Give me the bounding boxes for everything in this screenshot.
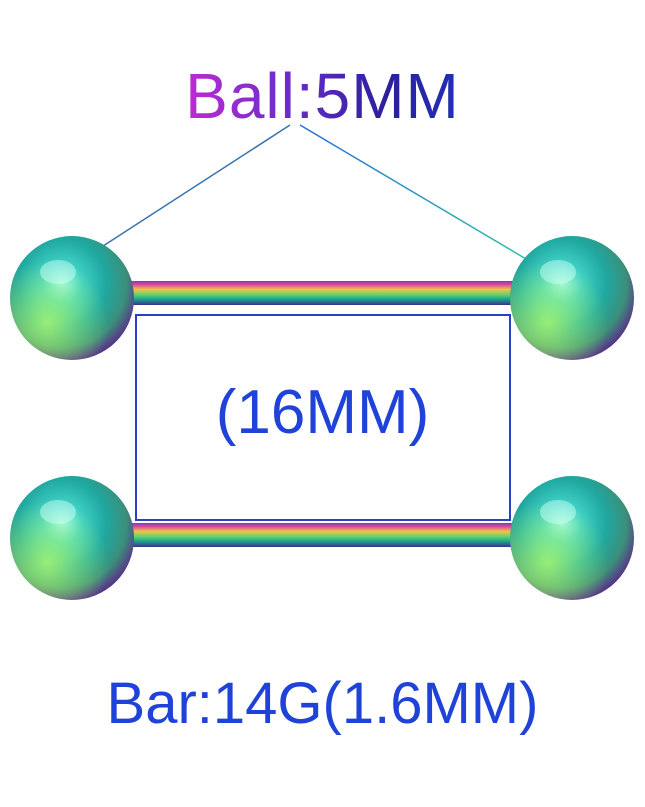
barbell-top — [10, 236, 634, 360]
ball-size-label: Ball:5MM — [0, 64, 645, 128]
dimension-lines — [65, 124, 549, 521]
barbell-bottom — [10, 476, 634, 600]
bar-length-label: (16MM) — [215, 378, 430, 447]
bar-gauge-label: Bar:14G(1.6MM) — [106, 671, 539, 736]
